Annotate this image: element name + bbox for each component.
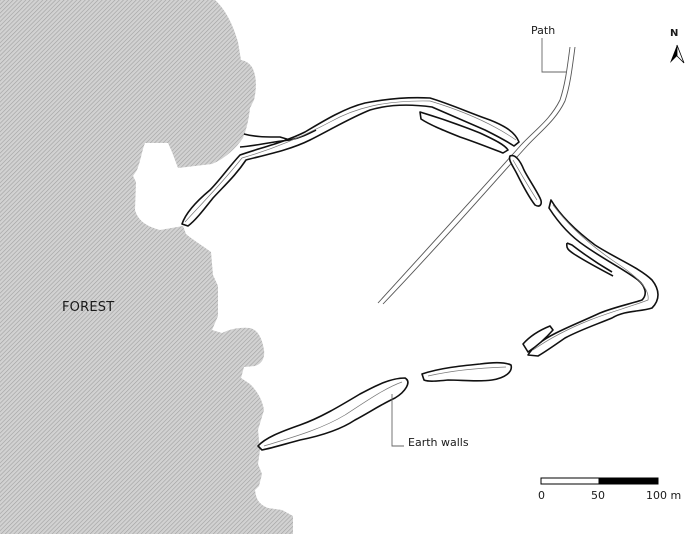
scale-tick-100: 100 m: [646, 489, 682, 502]
scale-tick-50: 50: [591, 489, 605, 502]
earth-walls-label: Earth walls: [408, 436, 469, 449]
forest-area: [0, 0, 293, 534]
scale-bar: [540, 477, 659, 485]
north-arrow-icon: [670, 44, 685, 64]
path-label: Path: [531, 24, 556, 37]
forest-label: FOREST: [62, 300, 115, 315]
earth-walls-leader-line: [391, 394, 404, 447]
path-road: [377, 46, 576, 305]
scale-tick-0: 0: [538, 489, 545, 502]
path-leader-line: [541, 38, 567, 73]
north-label: N: [670, 28, 679, 39]
wall-center-lines: [184, 100, 649, 447]
